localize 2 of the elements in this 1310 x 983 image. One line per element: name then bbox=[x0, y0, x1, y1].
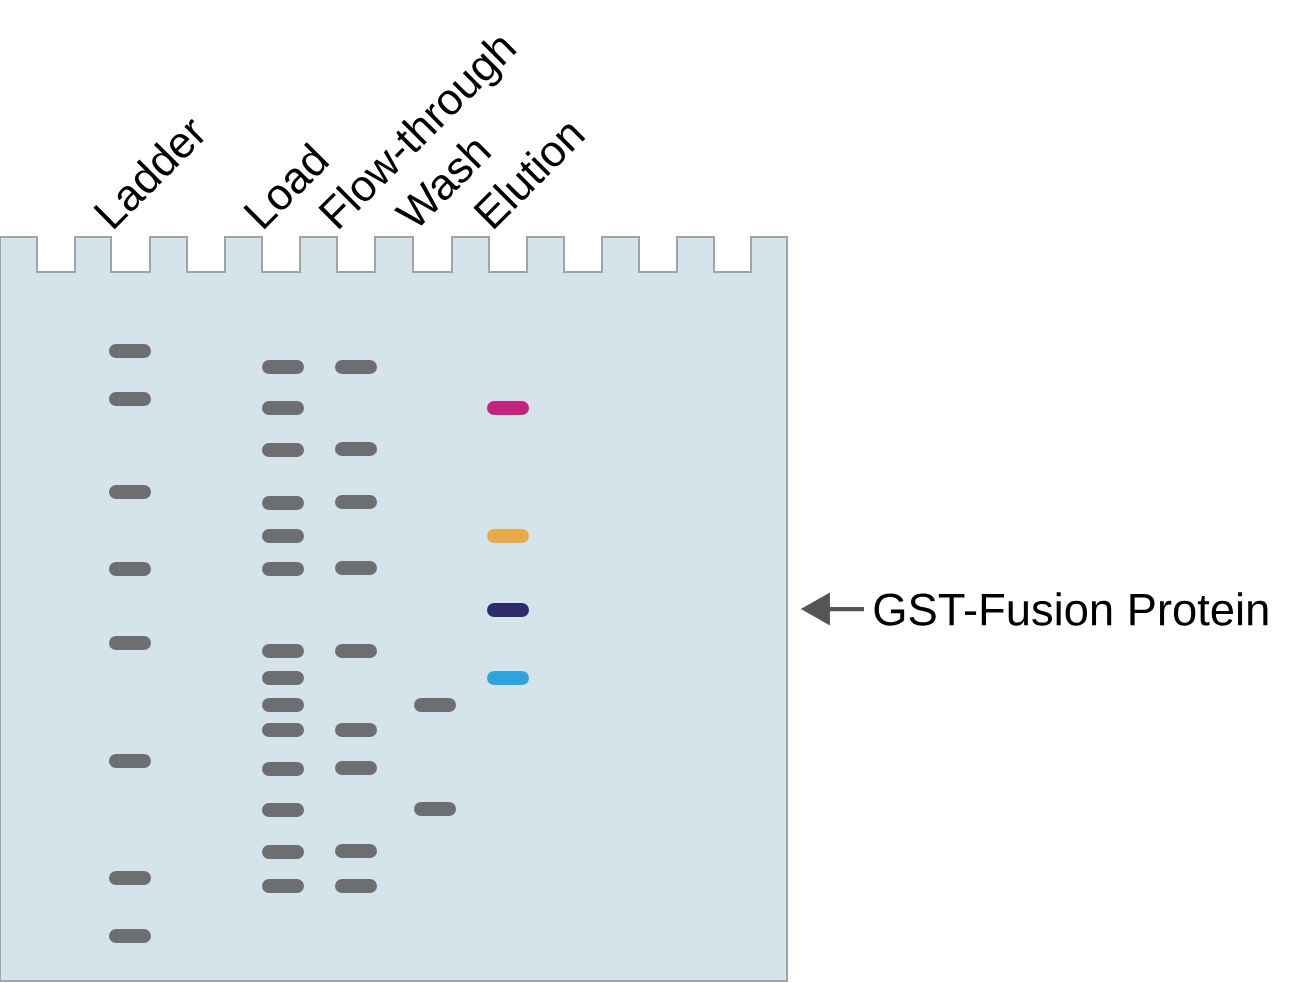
callout-label: GST-Fusion Protein bbox=[874, 592, 1268, 626]
gel-drawing bbox=[0, 236, 788, 982]
